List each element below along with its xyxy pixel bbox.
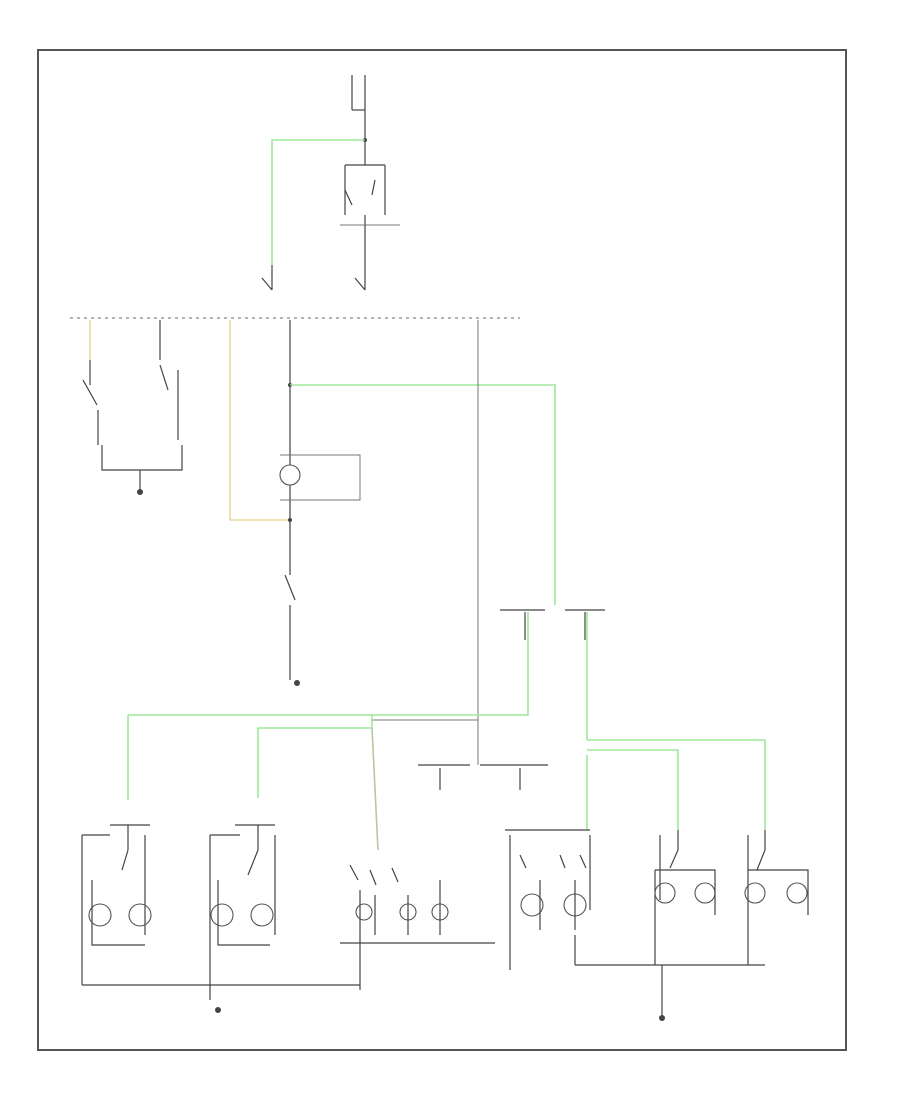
center-trunk-wire [372,320,479,721]
center-lamp-group [340,864,495,990]
diagram-frame [37,49,847,1051]
right-junction-connectors [418,739,766,830]
left-lamp-group [81,824,360,1013]
mid-junction-connectors [128,609,605,740]
center-switch-circuit [229,320,556,686]
green-feed-center-left [257,715,373,798]
yellow-green-feed-center [371,727,379,851]
right-lamp-group [505,829,809,1021]
left-door-switch-circuit [82,320,183,495]
top-power-circuit [261,75,400,291]
